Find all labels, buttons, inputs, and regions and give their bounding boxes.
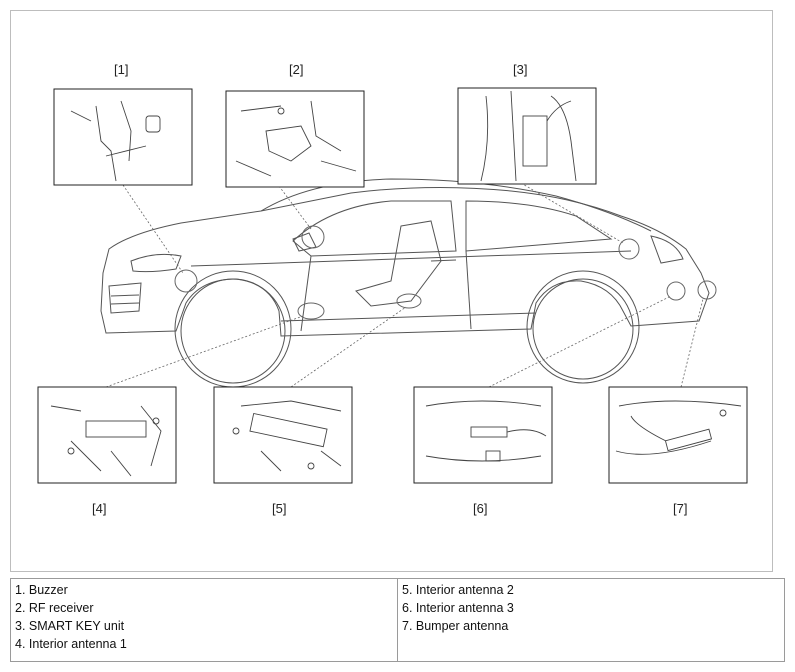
car-window-rear: [465, 200, 613, 252]
callout-5: [5]: [272, 501, 287, 516]
car-door-handle: [430, 259, 457, 262]
location-marker-6: [666, 281, 686, 301]
car-headlight: [130, 253, 182, 273]
detail-box-2: [225, 90, 365, 188]
detail-box-6: [413, 386, 553, 484]
callout-7: [7]: [673, 501, 688, 516]
legend-right-column: 5. Interior antenna 2 6. Interior antenn…: [397, 578, 785, 662]
callout-1: [1]: [114, 62, 129, 77]
car-body-outline: [100, 186, 710, 337]
car-window-front: [292, 200, 457, 257]
callout-4: [4]: [92, 501, 107, 516]
car-mirror: [292, 232, 317, 252]
legend-item: 3. SMART KEY unit: [15, 619, 125, 633]
leader-7: [680, 298, 704, 388]
legend-item: 5. Interior antenna 2: [402, 583, 514, 597]
location-marker-7: [697, 280, 717, 300]
location-marker-1: [174, 269, 198, 293]
location-marker-2: [301, 225, 325, 249]
front-wheel: [180, 278, 286, 384]
component-location-figure: [1] [2] [3] [4] [5] [6] [7]: [10, 10, 773, 572]
rear-wheel-arch: [526, 270, 640, 384]
legend-item: 6. Interior antenna 3: [402, 601, 514, 615]
car-grille: [108, 282, 142, 314]
legend-item: 4. Interior antenna 1: [15, 637, 127, 651]
location-marker-3: [618, 238, 640, 260]
car-diagram: [37, 87, 748, 484]
legend-table: 1. Buzzer 2. RF receiver 3. SMART KEY un…: [10, 578, 785, 662]
car-door-line-rear: [465, 250, 472, 330]
callout-2: [2]: [289, 62, 304, 77]
leader-5: [290, 306, 407, 388]
car-sill: [280, 312, 537, 322]
detail-box-5: [213, 386, 353, 484]
callout-3: [3]: [513, 62, 528, 77]
detail-box-4: [37, 386, 177, 484]
leader-1: [122, 184, 184, 274]
car-taillight: [650, 235, 684, 264]
detail-box-1: [53, 88, 193, 186]
leader-6: [488, 295, 672, 388]
car-seat: [355, 220, 442, 307]
leader-3: [520, 182, 624, 244]
car-belt-line: [190, 250, 632, 267]
car-door-line: [300, 255, 312, 332]
location-marker-5: [396, 293, 422, 309]
leader-2: [278, 185, 312, 230]
rear-wheel: [532, 278, 634, 380]
legend-left-column: 1. Buzzer 2. RF receiver 3. SMART KEY un…: [10, 578, 398, 662]
detail-box-7: [608, 386, 748, 484]
legend-item: 2. RF receiver: [15, 601, 94, 615]
legend-item: 1. Buzzer: [15, 583, 68, 597]
callout-6: [6]: [473, 501, 488, 516]
leader-4: [105, 315, 304, 388]
detail-box-3: [457, 87, 597, 185]
location-marker-4: [297, 302, 325, 320]
legend-item: 7. Bumper antenna: [402, 619, 509, 633]
front-wheel-arch: [174, 270, 292, 388]
